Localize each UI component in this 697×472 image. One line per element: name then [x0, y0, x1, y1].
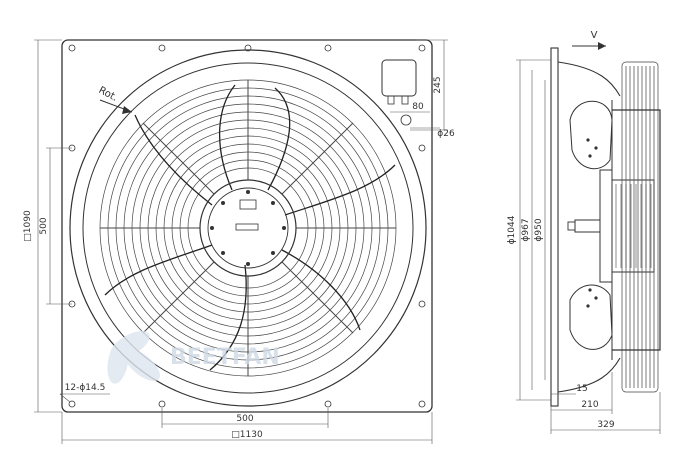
venturi-top — [557, 61, 621, 97]
dim-frame-width: □1130 — [231, 430, 263, 440]
side-guard — [621, 61, 659, 393]
side-flange — [550, 47, 559, 407]
gland-hole — [400, 114, 412, 126]
fan-blades — [104, 84, 396, 371]
watermark-fan-icon — [107, 331, 161, 384]
watermark-text: BEETFAN — [170, 345, 280, 370]
dim-box-height: 245 — [433, 76, 443, 93]
airflow-arrow-icon — [572, 42, 606, 50]
dim-depth-inner: 210 — [581, 400, 598, 410]
nameplate — [239, 199, 257, 210]
front-dimension-lines — [34, 39, 448, 444]
guard-struts — [100, 80, 396, 376]
dim-flange: 15 — [576, 384, 587, 394]
venturi-ring-inner — [82, 62, 414, 394]
venturi-ring-outer — [69, 49, 427, 407]
cable-gland-right — [401, 95, 409, 105]
dim-d-outer: ϕ1044 — [507, 215, 517, 244]
dim-d-impeller: ϕ950 — [534, 218, 544, 241]
guard-struts-side — [612, 109, 661, 351]
rotation-arrow-icon — [99, 99, 133, 114]
dim-holes: 12-ϕ14.5 — [65, 383, 106, 393]
watermark: BEETFAN — [107, 331, 280, 384]
venturi-bottom — [557, 357, 621, 393]
terminal-box — [381, 59, 417, 97]
motor-inner — [207, 187, 289, 269]
shaft — [574, 219, 601, 233]
cable-gland-left — [387, 95, 395, 105]
dim-hole-spacing-v: 500 — [39, 217, 49, 234]
side-view: V ϕ1044 ϕ967 ϕ950 15 210 329 — [507, 30, 661, 434]
dim-gland: ϕ26 — [437, 129, 455, 139]
front-view: Rot. — [23, 39, 455, 444]
blade-rivets — [586, 138, 598, 308]
dim-d-ring: ϕ967 — [521, 218, 531, 241]
frame-outline — [61, 39, 433, 413]
mounting-holes — [68, 44, 426, 408]
airflow-label: V — [591, 30, 598, 41]
motor-body — [611, 179, 655, 273]
dim-box-offset: 80 — [412, 102, 424, 112]
blade-profile-top — [569, 100, 613, 170]
dim-hole-spacing-h: 500 — [236, 414, 253, 424]
motor-outer — [199, 179, 297, 277]
shaft-nut — [567, 221, 576, 231]
rotation-label: Rot. — [97, 85, 120, 104]
hub-bolts — [210, 190, 286, 266]
blade-profile-bottom — [569, 284, 613, 350]
shaft-cap — [235, 223, 259, 231]
side-dimension-lines — [516, 59, 661, 434]
dim-frame-height: □1090 — [23, 210, 33, 242]
hub-plate — [599, 169, 613, 283]
dim-depth-total: 329 — [597, 420, 614, 430]
